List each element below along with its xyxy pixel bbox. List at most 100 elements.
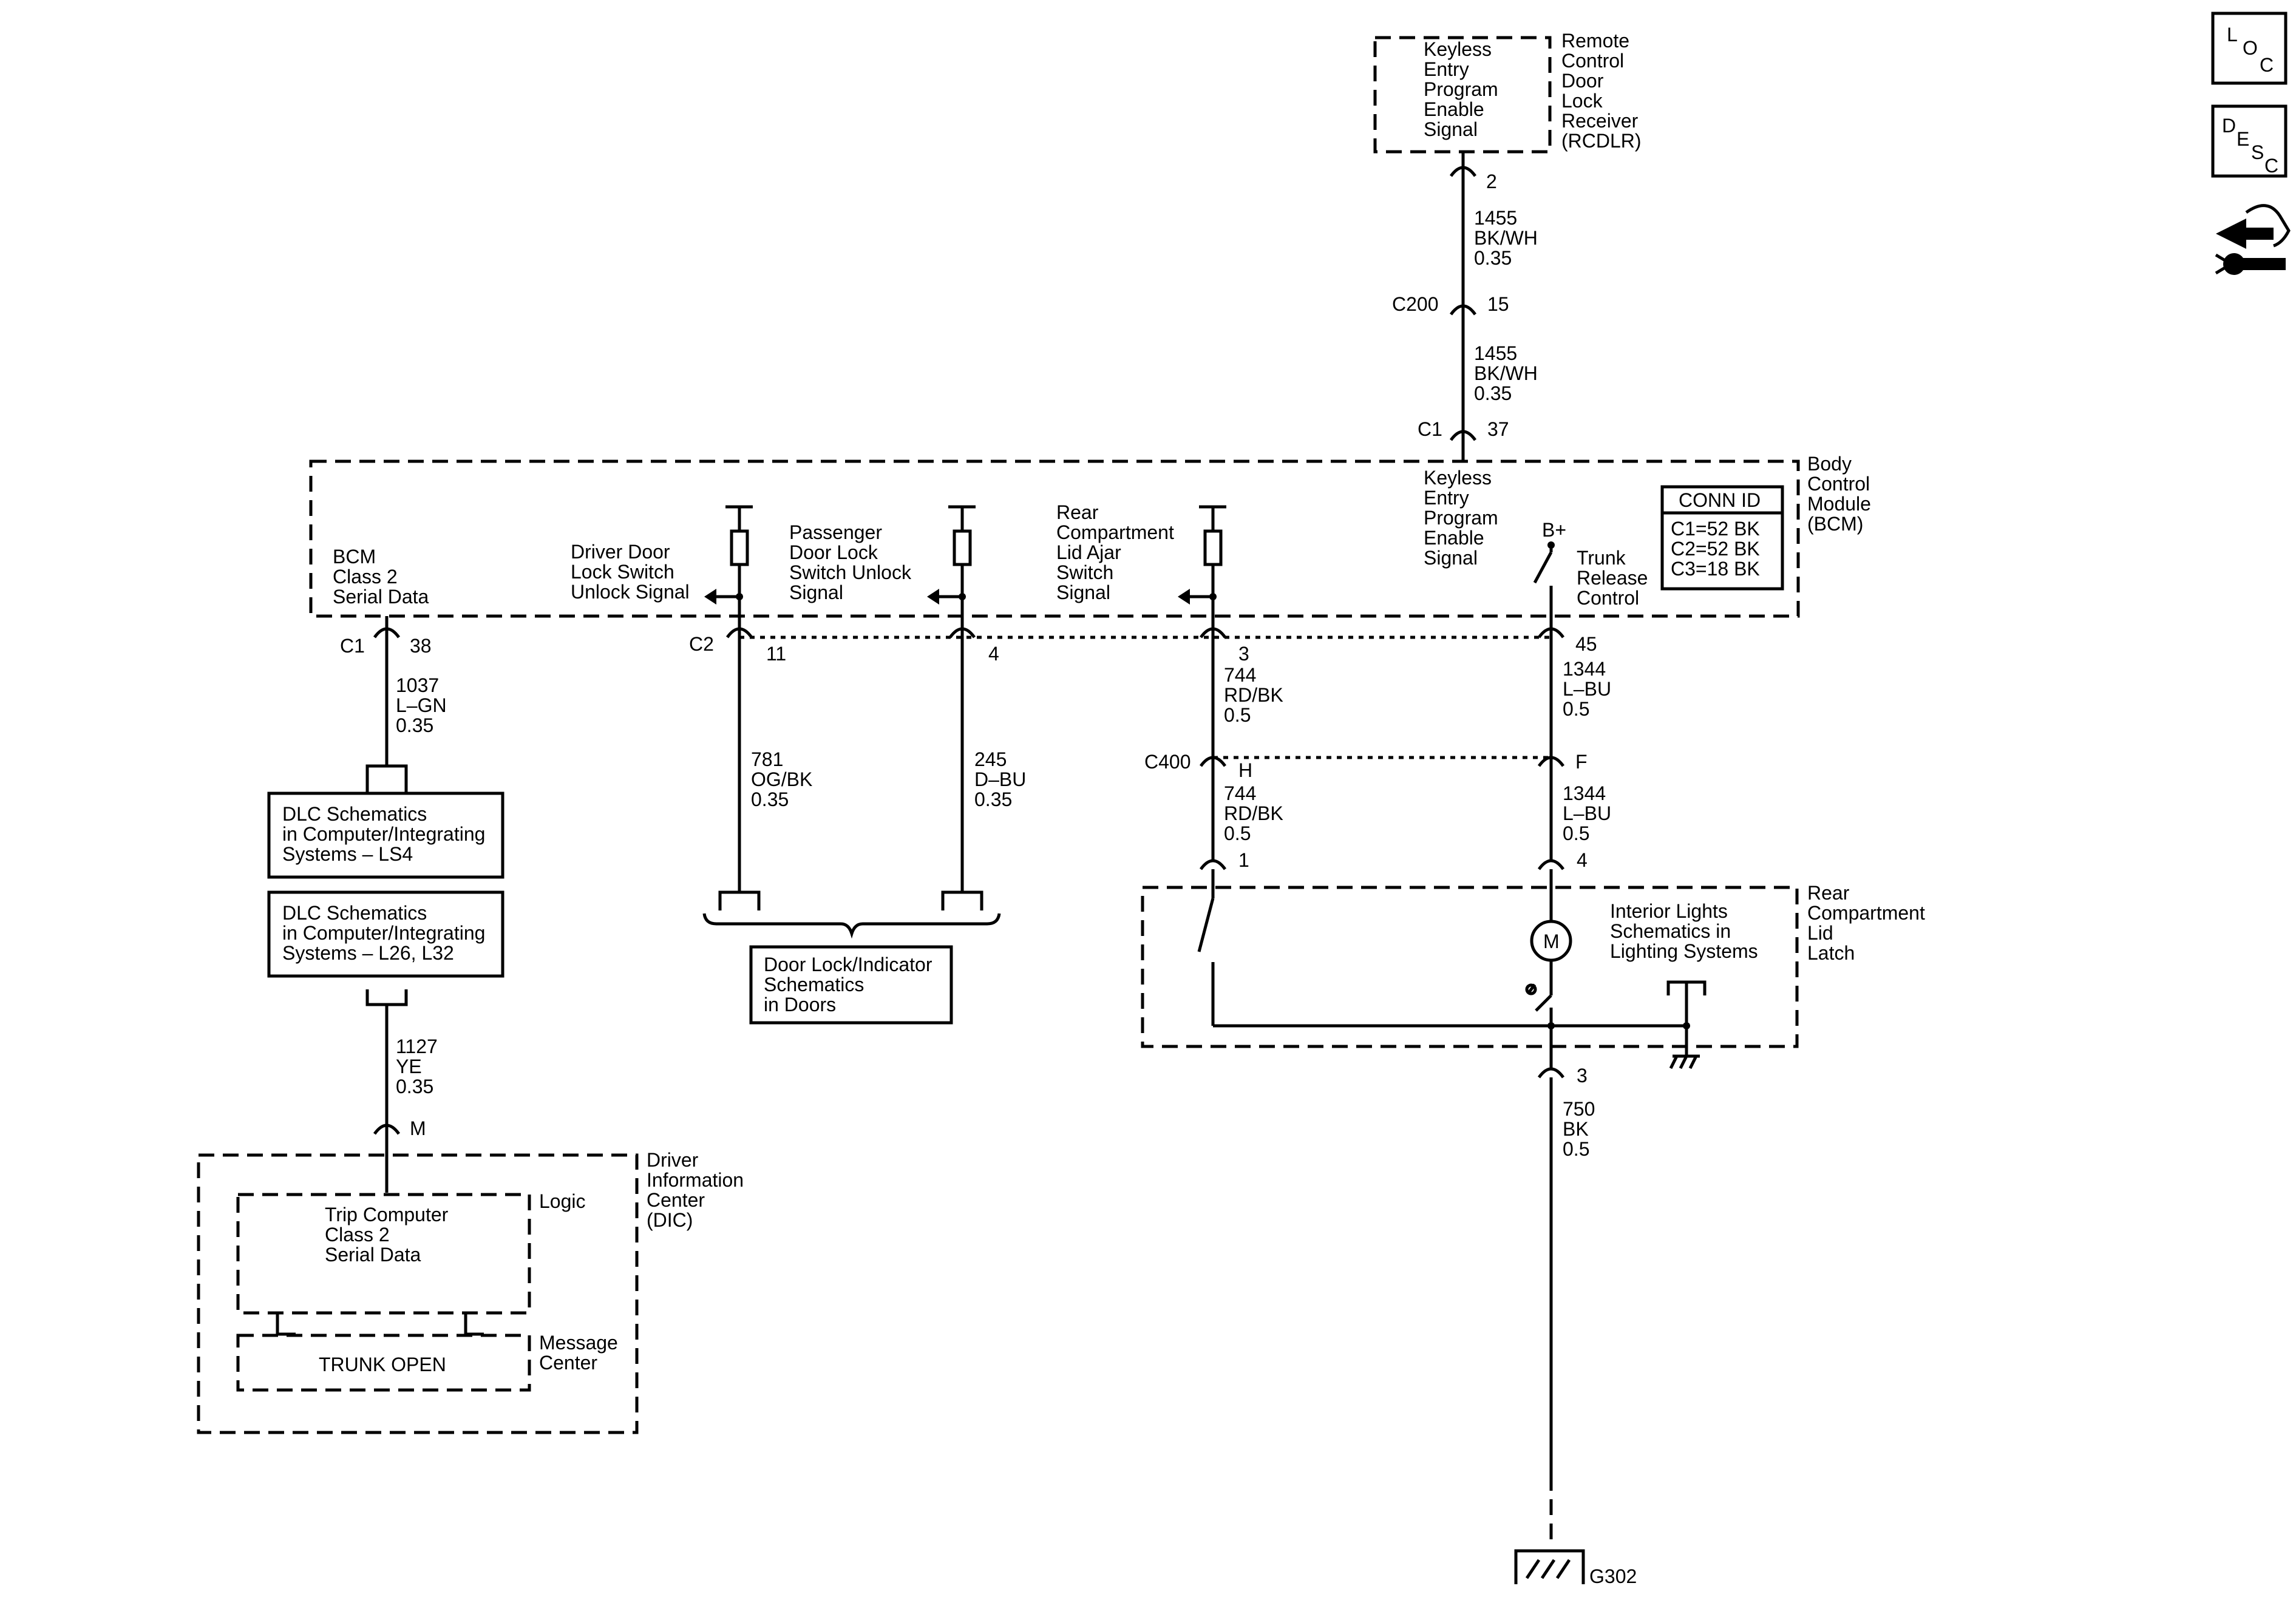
svg-text:C1: C1: [1418, 418, 1442, 440]
svg-text:(RCDLR): (RCDLR): [1561, 130, 1642, 152]
svg-text:O: O: [2243, 37, 2258, 59]
svg-text:781: 781: [751, 748, 783, 770]
svg-text:0.5: 0.5: [1224, 822, 1251, 844]
svg-text:0.35: 0.35: [751, 788, 789, 810]
svg-text:Switch: Switch: [1056, 561, 1113, 583]
svg-text:Logic: Logic: [539, 1190, 586, 1212]
ground-g302: G302: [1514, 1549, 1637, 1587]
wire-750: 3 750 BK 0.5: [1537, 1065, 1595, 1548]
svg-text:C1: C1: [340, 635, 365, 657]
svg-text:Door: Door: [1561, 70, 1604, 92]
svg-text:(BCM): (BCM): [1807, 513, 1863, 535]
svg-text:Rear: Rear: [1807, 882, 1850, 904]
svg-text:Driver: Driver: [647, 1149, 699, 1171]
svg-text:Control: Control: [1561, 50, 1624, 72]
svg-text:M: M: [410, 1117, 426, 1139]
svg-text:1127: 1127: [396, 1036, 438, 1057]
svg-text:1344: 1344: [1563, 782, 1606, 804]
svg-text:3: 3: [1238, 643, 1249, 665]
svg-text:in Computer/Integrating: in Computer/Integrating: [282, 922, 485, 944]
svg-text:L: L: [2227, 24, 2238, 46]
svg-text:Lighting Systems: Lighting Systems: [1610, 940, 1758, 962]
svg-text:4: 4: [1577, 849, 1588, 871]
desc-icon[interactable]: D E S C: [2211, 104, 2288, 178]
dlc-ref-l26[interactable]: DLC Schematics in Computer/Integrating S…: [267, 890, 504, 978]
svg-text:M: M: [1543, 931, 1560, 952]
svg-text:Signal: Signal: [789, 581, 843, 603]
svg-text:Signal: Signal: [1056, 581, 1110, 603]
svg-text:Schematics: Schematics: [764, 974, 864, 995]
svg-text:C1=52 BK: C1=52 BK: [1671, 518, 1760, 540]
svg-text:37: 37: [1487, 418, 1509, 440]
svg-text:3: 3: [1577, 1065, 1588, 1086]
svg-text:C200: C200: [1392, 293, 1439, 315]
svg-text:Program: Program: [1424, 507, 1498, 529]
svg-text:G302: G302: [1589, 1565, 1637, 1587]
svg-text:C2=52 BK: C2=52 BK: [1671, 538, 1760, 560]
svg-text:245: 245: [974, 748, 1007, 770]
svg-text:45: 45: [1575, 633, 1597, 655]
svg-text:Release: Release: [1577, 567, 1648, 589]
svg-text:Lock: Lock: [1561, 90, 1603, 112]
loc-icon[interactable]: L O C: [2211, 12, 2288, 85]
svg-text:C2: C2: [689, 633, 714, 655]
svg-text:Signal: Signal: [1424, 547, 1478, 569]
svg-text:Enable: Enable: [1424, 98, 1484, 120]
dlc-ref-ls4[interactable]: DLC Schematics in Computer/Integrating S…: [267, 792, 504, 879]
svg-text:Schematics in: Schematics in: [1610, 920, 1731, 942]
svg-text:Body: Body: [1807, 453, 1852, 475]
svg-text:L–GN: L–GN: [396, 694, 447, 716]
door-lock-brace: [702, 913, 1001, 939]
svg-text:DLC Schematics: DLC Schematics: [282, 803, 427, 825]
motor-icon: M: [1530, 920, 1572, 962]
svg-text:Program: Program: [1424, 78, 1498, 100]
svg-text:0.35: 0.35: [396, 714, 433, 736]
svg-text:1455: 1455: [1474, 342, 1517, 364]
passenger-door-pullup: [927, 505, 976, 643]
svg-text:1455: 1455: [1474, 207, 1517, 229]
svg-text:Interior Lights: Interior Lights: [1610, 900, 1728, 922]
svg-text:750: 750: [1563, 1098, 1595, 1120]
svg-text:1: 1: [1238, 849, 1249, 871]
wire-744: 3 744 RD/BK 0.5 C400 H 744 RD/BK 0.5 1: [1144, 616, 1283, 1026]
svg-text:Switch Unlock: Switch Unlock: [789, 561, 912, 583]
svg-text:1037: 1037: [396, 674, 439, 696]
wire-1455: 2 1455 BK/WH 0.35 C200 15 1455 BK/WH 0.3…: [1392, 152, 1538, 461]
svg-text:BK: BK: [1563, 1118, 1589, 1140]
svg-text:0.5: 0.5: [1563, 822, 1589, 844]
svg-text:744: 744: [1224, 664, 1256, 686]
svg-text:Receiver: Receiver: [1561, 110, 1639, 132]
svg-text:D–BU: D–BU: [974, 768, 1026, 790]
svg-text:E: E: [2237, 128, 2249, 150]
svg-text:Information: Information: [647, 1169, 744, 1191]
svg-text:0.5: 0.5: [1224, 704, 1251, 726]
svg-text:4: 4: [988, 643, 999, 665]
rear-lid-pullup: [1178, 505, 1226, 643]
svg-text:CONN ID: CONN ID: [1679, 489, 1761, 511]
wire-1344: 45 1344 L–BU 0.5 F 1344 L–BU 0.5 4: [1537, 616, 1611, 871]
wire-1127: 1127 YE 0.35 M: [365, 989, 438, 1193]
svg-text:0.5: 0.5: [1563, 1138, 1589, 1160]
rcdlr-module: Keyless Entry Program Enable Signal Remo…: [1373, 30, 1642, 154]
repair-tool-icon[interactable]: [2215, 204, 2291, 275]
svg-text:in Computer/Integrating: in Computer/Integrating: [282, 823, 485, 845]
svg-text:Lid: Lid: [1807, 922, 1833, 944]
svg-text:Entry: Entry: [1424, 58, 1469, 80]
svg-text:C3=18 BK: C3=18 BK: [1671, 558, 1760, 580]
svg-text:Rear: Rear: [1056, 501, 1099, 523]
svg-text:Unlock Signal: Unlock Signal: [571, 581, 690, 603]
wire-245: 4 245 D–BU 0.35: [941, 616, 1026, 910]
svg-text:BCM: BCM: [333, 546, 376, 568]
svg-text:Entry: Entry: [1424, 487, 1469, 509]
svg-text:Serial Data: Serial Data: [333, 586, 429, 608]
svg-text:in Doors: in Doors: [764, 994, 836, 1015]
svg-text:0.35: 0.35: [1474, 382, 1512, 404]
svg-text:Trip Computer: Trip Computer: [325, 1204, 449, 1225]
svg-text:H: H: [1238, 759, 1252, 781]
door-lock-ref[interactable]: Door Lock/Indicator Schematics in Doors: [749, 945, 953, 1025]
rear-lid-latch: Rear Compartment Lid Latch Interior Ligh…: [1141, 869, 1925, 1070]
svg-text:S: S: [2251, 141, 2264, 163]
svg-text:Systems – L26, L32: Systems – L26, L32: [282, 942, 454, 964]
svg-text:Class 2: Class 2: [333, 566, 398, 588]
